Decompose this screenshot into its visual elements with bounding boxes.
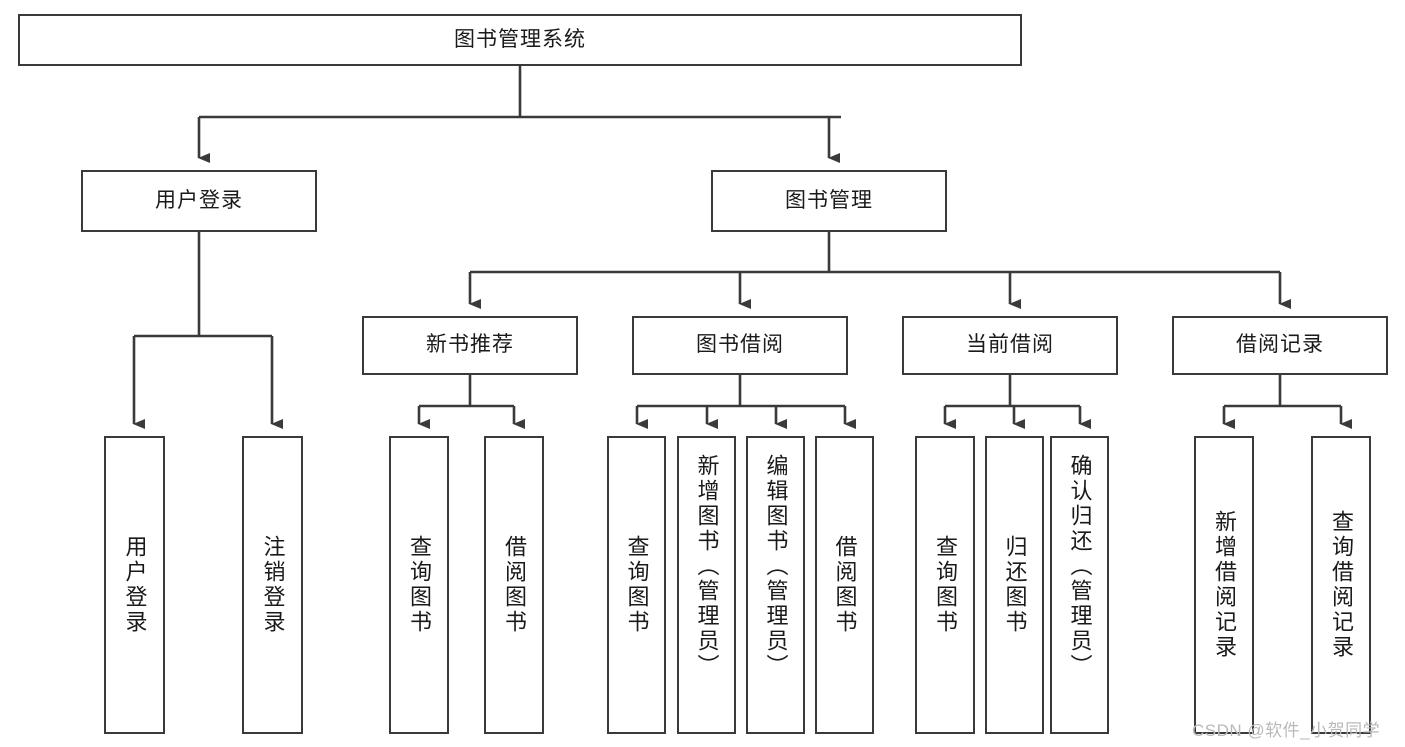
node-leaf-borrow-book-2-label: 借阅图书 bbox=[832, 535, 858, 635]
node-leaf-user-logout[interactable]: 注销登录 bbox=[242, 436, 303, 734]
node-leaf-add-book[interactable]: 新增图书（管理员） bbox=[677, 436, 736, 734]
node-leaf-query-record-label: 查询借阅记录 bbox=[1329, 510, 1354, 660]
edge-group-user-login bbox=[132, 232, 283, 429]
node-borrow-record[interactable]: 借阅记录 bbox=[1172, 316, 1388, 375]
node-leaf-return-book[interactable]: 归还图书 bbox=[985, 436, 1044, 734]
node-leaf-return-book-label: 归还图书 bbox=[1002, 535, 1028, 635]
node-leaf-user-login-label: 用户登录 bbox=[122, 535, 148, 635]
node-current-borrow[interactable]: 当前借阅 bbox=[902, 316, 1118, 375]
node-leaf-add-record[interactable]: 新增借阅记录 bbox=[1194, 436, 1254, 734]
node-leaf-add-book-label: 新增图书（管理员） bbox=[694, 454, 720, 679]
node-user-login[interactable]: 用户登录 bbox=[81, 170, 317, 232]
node-leaf-edit-book-label: 编辑图书（管理员） bbox=[763, 454, 789, 679]
node-leaf-confirm-return[interactable]: 确认归还（管理员） bbox=[1050, 436, 1109, 734]
node-leaf-user-login[interactable]: 用户登录 bbox=[104, 436, 165, 734]
node-book-manage-label: 图书管理 bbox=[785, 188, 873, 212]
node-root-label: 图书管理系统 bbox=[454, 27, 586, 51]
node-leaf-borrow-book-1-label: 借阅图书 bbox=[502, 535, 527, 635]
node-new-book-recommend[interactable]: 新书推荐 bbox=[362, 316, 578, 375]
node-leaf-query-book-3-label: 查询图书 bbox=[933, 535, 958, 635]
edge-group-new-book-recommend bbox=[417, 375, 525, 429]
node-root[interactable]: 图书管理系统 bbox=[18, 14, 1022, 66]
node-book-borrow-label: 图书借阅 bbox=[696, 333, 784, 357]
node-leaf-query-book-3[interactable]: 查询图书 bbox=[915, 436, 975, 734]
node-leaf-edit-book[interactable]: 编辑图书（管理员） bbox=[746, 436, 805, 734]
node-current-borrow-label: 当前借阅 bbox=[966, 333, 1054, 357]
node-book-borrow[interactable]: 图书借阅 bbox=[632, 316, 848, 375]
node-leaf-query-record[interactable]: 查询借阅记录 bbox=[1311, 436, 1371, 734]
node-leaf-add-record-label: 新增借阅记录 bbox=[1212, 510, 1237, 660]
node-leaf-query-book-1[interactable]: 查询图书 bbox=[389, 436, 449, 734]
node-borrow-record-label: 借阅记录 bbox=[1236, 333, 1324, 357]
edge-group-book-borrow bbox=[635, 375, 856, 429]
node-leaf-query-book-1-label: 查询图书 bbox=[407, 535, 432, 635]
edge-group-current-borrow bbox=[943, 375, 1091, 429]
node-new-book-recommend-label: 新书推荐 bbox=[426, 333, 514, 357]
node-user-login-label: 用户登录 bbox=[155, 188, 243, 212]
node-leaf-query-book-2-label: 查询图书 bbox=[624, 535, 650, 635]
node-leaf-query-book-2[interactable]: 查询图书 bbox=[607, 436, 666, 734]
edge-group-book-manage bbox=[468, 232, 1291, 309]
edge-group-root bbox=[197, 66, 841, 163]
node-leaf-confirm-return-label: 确认归还（管理员） bbox=[1067, 454, 1093, 679]
node-leaf-borrow-book-1[interactable]: 借阅图书 bbox=[484, 436, 544, 734]
edge-group-borrow-record bbox=[1222, 375, 1352, 429]
node-book-manage[interactable]: 图书管理 bbox=[711, 170, 947, 232]
node-leaf-user-logout-label: 注销登录 bbox=[260, 535, 286, 635]
node-leaf-borrow-book-2[interactable]: 借阅图书 bbox=[815, 436, 874, 734]
